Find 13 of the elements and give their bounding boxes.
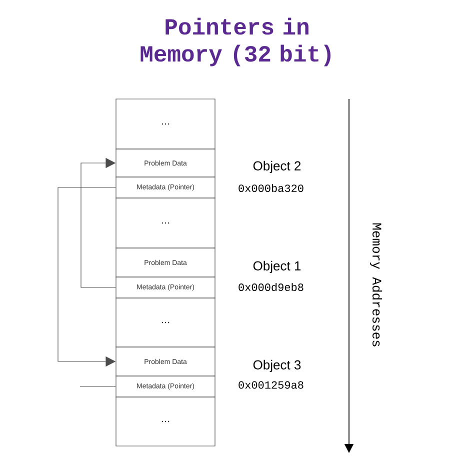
object-label: Object 2	[253, 160, 301, 174]
address-label: 0x000ba320	[238, 184, 304, 192]
memory-cell: ...	[116, 198, 216, 248]
memory-cell: ...	[116, 298, 216, 348]
address-label: 0x000d9eb8	[238, 282, 304, 292]
memory-cell: ...	[116, 396, 216, 446]
address-label: 0x001259a8	[238, 381, 304, 389]
title: Pointers in Memory (32 bit)	[140, 18, 330, 66]
memory-cell: ...	[116, 98, 216, 150]
object-label: Object 3	[253, 360, 301, 372]
axis-label: Memory Addresses	[370, 223, 382, 346]
object-label: Object 1	[253, 260, 301, 274]
pointer-arrow	[80, 158, 116, 288]
